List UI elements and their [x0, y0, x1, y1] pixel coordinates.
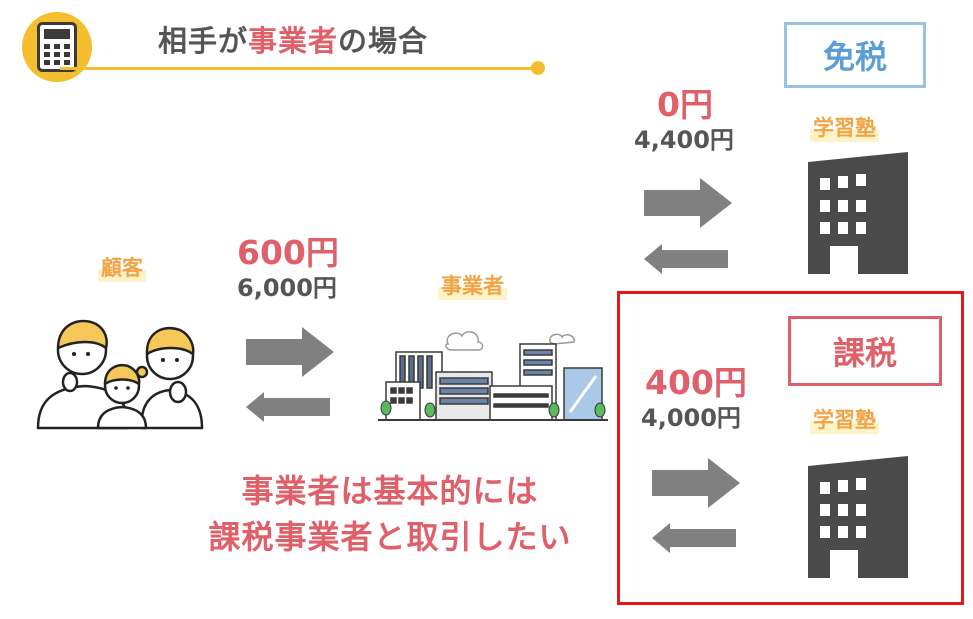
message-line-1: 事業者は基本的には: [241, 472, 539, 510]
arrow-left-icon: [246, 392, 330, 422]
family-icon: [36, 319, 204, 430]
title-suffix: の場合: [338, 24, 429, 58]
calculator-icon: [37, 22, 77, 72]
page-title: 相手が事業者の場合: [158, 18, 428, 60]
customer-tax-amount: 600円: [237, 233, 339, 272]
business-buildings-icon: [378, 331, 608, 421]
title-underline: [60, 67, 536, 70]
taxable-highlight-frame: [617, 291, 964, 605]
tax-exempt-badge: 免税: [784, 22, 926, 88]
exempt-school-label: 学習塾: [810, 112, 879, 142]
conclusion-message: 事業者は基本的には 課税事業者と取引したい: [160, 468, 620, 560]
title-prefix: 相手が: [158, 24, 249, 58]
arrow-right-icon: [652, 458, 740, 508]
title-underline-dot: [531, 61, 545, 75]
message-line-2: 課税事業者と取引したい: [208, 518, 572, 556]
arrow-right-icon: [246, 327, 334, 377]
taxable-school-label: 学習塾: [810, 404, 879, 434]
taxable-badge: 課税: [788, 316, 942, 386]
customer-label: 顧客: [98, 252, 146, 282]
taxable-tax-amount: 400円: [645, 363, 747, 402]
business-label: 事業者: [438, 270, 507, 300]
title-accent: 事業者: [248, 24, 339, 58]
exempt-price: 4,400円: [634, 126, 734, 154]
taxable-price: 4,000円: [641, 404, 741, 432]
customer-price: 6,000円: [237, 274, 337, 302]
school-building-icon: [808, 152, 908, 274]
school-building-icon: [808, 456, 908, 578]
arrow-right-icon: [644, 178, 732, 228]
exempt-tax-amount: 0円: [657, 85, 713, 124]
arrow-left-icon: [652, 523, 736, 553]
arrow-left-icon: [644, 244, 728, 274]
